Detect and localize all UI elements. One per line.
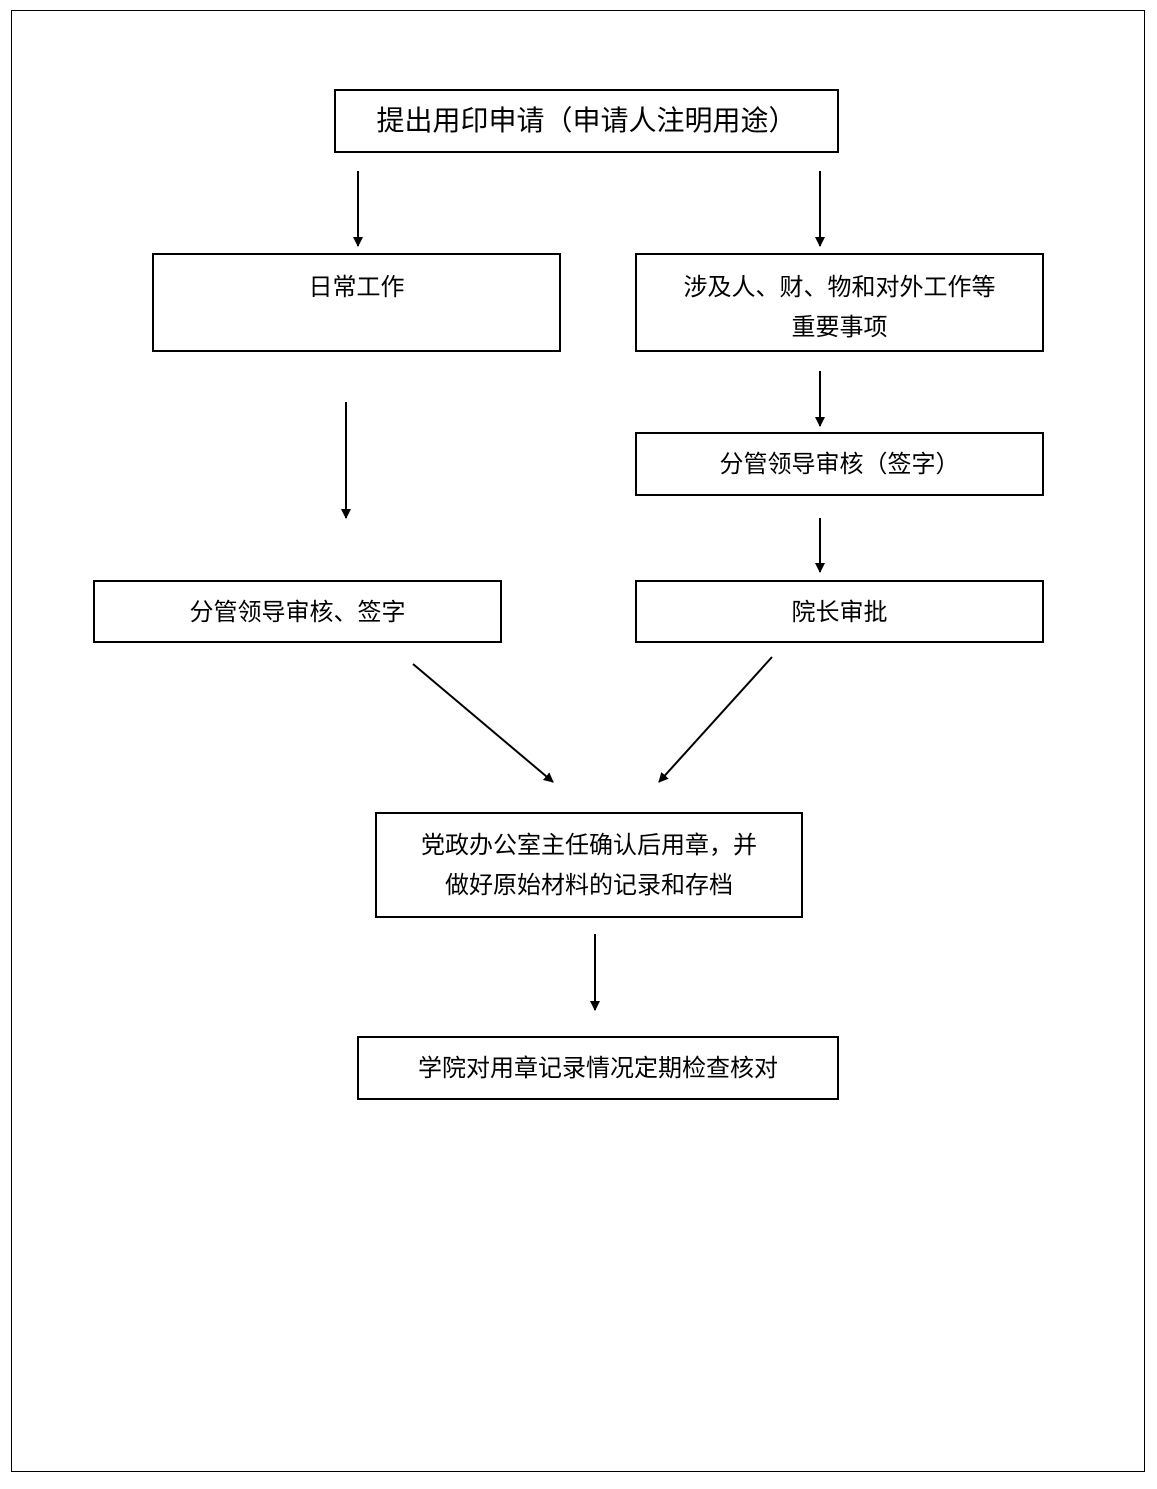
node-important-matters-label: 涉及人、财、物和对外工作等 重要事项 (683, 273, 996, 341)
node-routine-work-label: 日常工作 (308, 273, 405, 301)
node-important-matters: 涉及人、财、物和对外工作等 重要事项 (635, 253, 1044, 352)
node-leader-review-sign-label: 分管领导审核（签字） (719, 450, 960, 478)
node-leader-review-routine: 分管领导审核、签字 (93, 580, 502, 643)
node-leader-review-sign: 分管领导审核（签字） (635, 432, 1044, 496)
arrow-leader-sign-to-office (412, 663, 554, 783)
arrow-dean-to-office (658, 656, 773, 783)
node-periodic-check: 学院对用章记录情况定期检查核对 (357, 1036, 839, 1100)
node-apply-seal: 提出用印申请（申请人注明用途） (334, 89, 839, 153)
node-dean-approval-label: 院长审批 (791, 597, 888, 626)
node-apply-seal-label: 提出用印申请（申请人注明用途） (376, 104, 797, 137)
node-periodic-check-label: 学院对用章记录情况定期检查核对 (418, 1054, 778, 1082)
node-office-confirm-label: 党政办公室主任确认后用章，并 做好原始材料的记录和存档 (421, 831, 757, 899)
node-routine-work: 日常工作 (152, 253, 561, 352)
node-dean-approval: 院长审批 (635, 580, 1044, 643)
node-leader-review-routine-label: 分管领导审核、签字 (189, 597, 406, 626)
node-office-confirm: 党政办公室主任确认后用章，并 做好原始材料的记录和存档 (375, 812, 803, 918)
page-frame (11, 10, 1145, 1472)
